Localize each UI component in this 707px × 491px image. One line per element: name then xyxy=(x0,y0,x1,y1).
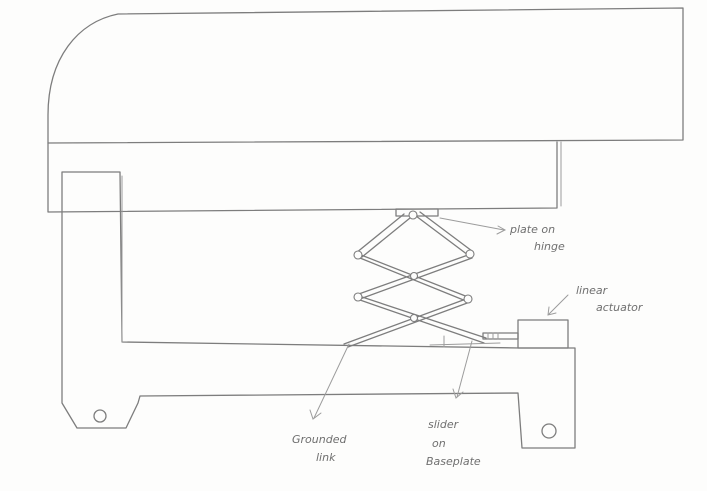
upper-housing xyxy=(47,7,684,144)
c-frame xyxy=(61,171,576,449)
pivot-joint xyxy=(408,210,418,220)
grounded-link-label-line-2: link xyxy=(316,451,336,464)
pivot-joint xyxy=(409,271,419,281)
leader-arrows xyxy=(309,217,569,420)
rod-hatch xyxy=(487,332,499,340)
mounting-hole-left xyxy=(93,409,107,423)
pivot-joint xyxy=(409,313,419,323)
plate-label-line-2: hinge xyxy=(534,240,565,253)
pivot-joint xyxy=(353,250,363,260)
slider-label-line-3: Baseplate xyxy=(426,455,481,468)
mounting-hole-right xyxy=(541,423,557,439)
grounded-link-label-line-1: Grounded xyxy=(292,433,347,446)
pivot-joint xyxy=(353,292,363,302)
slider-label-line-1: slider xyxy=(428,418,460,431)
actuator-label-line-2: actuator xyxy=(596,301,644,314)
slider-label-line-2: on xyxy=(432,437,446,450)
housing-lower-band xyxy=(47,141,558,213)
linear-actuator-body xyxy=(517,319,569,349)
plate-label-line-1: plate on xyxy=(509,223,555,236)
actuator-label-line-1: linear xyxy=(576,284,609,297)
pivot-joint xyxy=(465,249,475,259)
pivot-joint xyxy=(463,294,473,304)
slider-track xyxy=(429,342,501,346)
